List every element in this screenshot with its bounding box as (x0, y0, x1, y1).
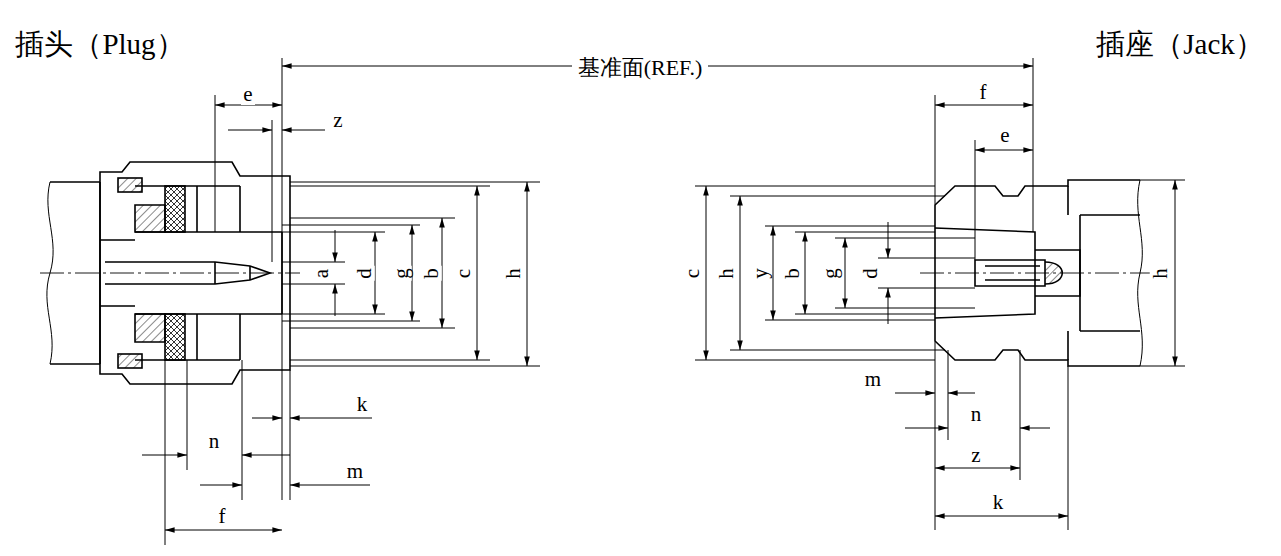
view-title: 插头（Plug） (13, 30, 186, 59)
center-line (40, 273, 300, 274)
dimension-letter: d (354, 266, 375, 281)
dimension-letter: c (682, 266, 703, 279)
dimension-letter: e (998, 125, 1011, 146)
dimension-letter: g (391, 266, 412, 281)
dimension-letter: m (345, 461, 365, 482)
dimension-letter: f (217, 506, 228, 527)
dimension-letter: h (503, 266, 524, 281)
dimension-letter: k (355, 394, 370, 415)
dimension-letter: n (969, 404, 984, 425)
dimension-letter: e (241, 84, 254, 105)
dimension-letter: k (991, 492, 1006, 513)
dimension-letter: z (331, 110, 344, 131)
dimension-letter: n (207, 431, 222, 452)
dimension-letter: z (969, 445, 982, 466)
center-line (920, 273, 1150, 274)
dimension-letter: y (750, 266, 771, 281)
dimension-letter: a (311, 266, 332, 279)
dimension-letter: b (782, 266, 803, 281)
dimension-letter: h (716, 266, 737, 281)
dimension-letter: h (1150, 266, 1171, 281)
dimension-letter: b (421, 266, 442, 281)
dimension-letter: f (978, 82, 989, 103)
dimension-letter: g (820, 266, 841, 281)
dimension-letter: c (453, 266, 474, 279)
view-title: 插座（Jack） (1094, 30, 1266, 59)
dimension-letter: m (863, 369, 883, 390)
plug-dimensions (142, 58, 540, 545)
reference-plane-label: 基准面(REF.) (572, 57, 709, 79)
jack-dimensions (695, 58, 1185, 530)
dimension-letter: d (860, 266, 881, 281)
